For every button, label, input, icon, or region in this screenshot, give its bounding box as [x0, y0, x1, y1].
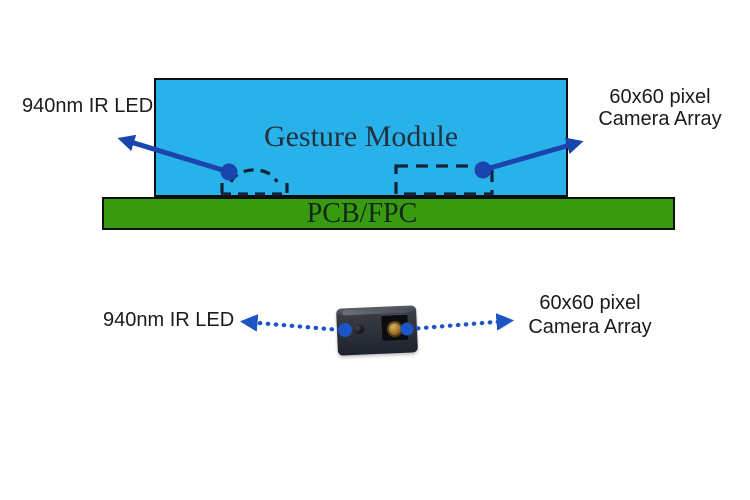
- gesture-module-label: Gesture Module: [263, 120, 459, 153]
- ir-led-arrow-dot: [220, 163, 238, 181]
- camera-photo-dot: [400, 322, 414, 336]
- ir-led-photo-dot: [338, 323, 352, 337]
- camera-label-bottom: 60x60 pixel Camera Array: [522, 291, 658, 339]
- camera-arrow-dot: [474, 161, 492, 179]
- pcb-label: PCB/FPC: [306, 198, 418, 229]
- camera-dashed-outline: [394, 164, 494, 196]
- camera-label-top-line1: 60x60 pixel: [609, 86, 711, 108]
- camera-label-top-line2: Camera Array: [598, 108, 722, 130]
- ir-led-dotted-arrow: [239, 314, 343, 333]
- camera-dotted-arrow: [407, 313, 515, 332]
- ir-led-label-bottom: 940nm IR LED: [103, 309, 235, 331]
- camera-arrow: [482, 137, 584, 173]
- camera-label-top: 60x60 pixel Camera Array: [595, 86, 725, 130]
- camera-label-bottom-line2: Camera Array: [528, 316, 652, 338]
- ir-led-dashed-outline: [220, 168, 289, 196]
- ir-led-label-top: 940nm IR LED: [22, 95, 154, 117]
- camera-label-bottom-line1: 60x60 pixel: [539, 292, 641, 314]
- ir-led-arrow: [117, 134, 230, 175]
- pcb-bar: [102, 197, 675, 230]
